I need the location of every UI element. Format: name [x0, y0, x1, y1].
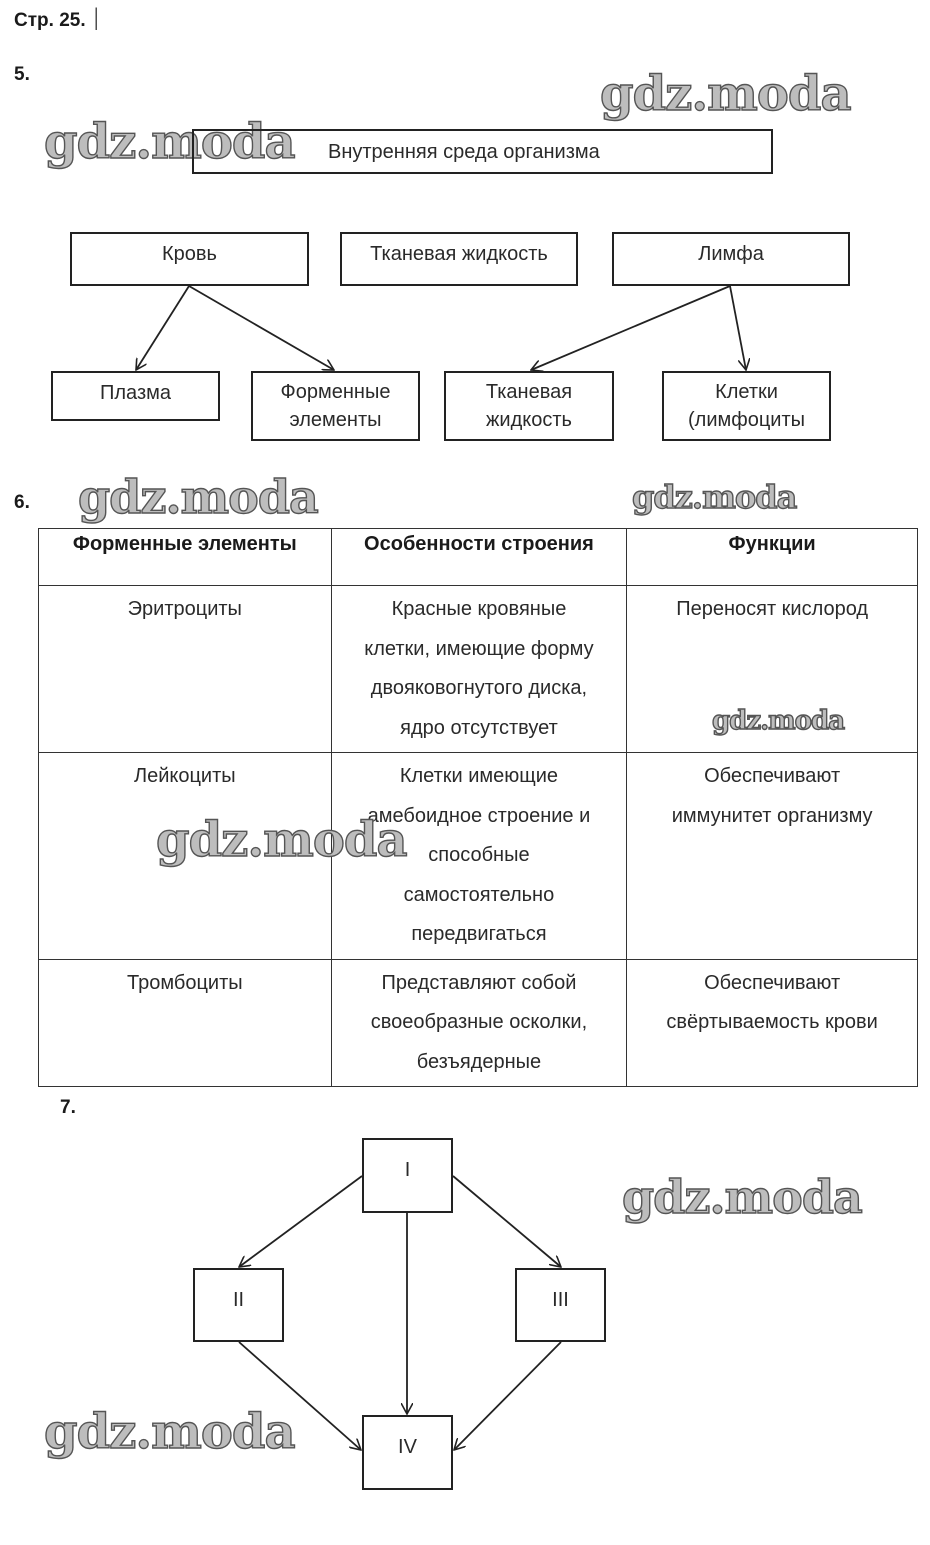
- arrow-blood-plasma: [136, 285, 190, 370]
- cell-line: Красные кровяные: [391, 598, 567, 620]
- table-row: Тромбоциты Представляют собой своеобразн…: [38, 958, 918, 1087]
- cell-line: передвигаться: [411, 923, 547, 945]
- node-label: Тканевая жидкость: [370, 243, 548, 265]
- task-5-number: 5.: [14, 64, 30, 85]
- node-label: II: [232, 1289, 245, 1311]
- node-tissue-fluid-2: Тканевая жидкость: [444, 371, 614, 441]
- root-box: Внутренняя среда организма: [192, 129, 773, 174]
- node-label-line: жидкость: [486, 409, 572, 431]
- node-label-line: Тканевая: [485, 381, 573, 403]
- table-row: Лейкоциты Клетки имеющие амебоидное стро…: [38, 752, 918, 960]
- watermark-logo: gdz.moda: [631, 477, 798, 516]
- cell-line: Обеспечивают: [704, 765, 841, 787]
- table-header-cell: Форменные элементы: [38, 528, 332, 586]
- table-cell-structure: Красные кровяные клетки, имеющие форму д…: [330, 585, 628, 753]
- watermark-logo: gdz.moda: [43, 113, 296, 170]
- page-header: Стр. 25. ׀: [14, 10, 102, 31]
- node-label-line: Клетки: [715, 381, 778, 403]
- arrow-lymph-cells: [729, 285, 746, 370]
- task-6-number: 6.: [14, 492, 30, 513]
- node-label: Плазма: [100, 382, 171, 404]
- node-cells-lymphocytes: Клетки (лимфоциты: [662, 371, 831, 441]
- cell-line: своеобразные осколки,: [370, 1011, 588, 1033]
- table-header-cell: Особенности строения: [330, 528, 628, 586]
- cell-line: ядро отсутствует: [400, 716, 558, 739]
- cell-line: Переносят кислород: [676, 598, 869, 620]
- watermark-logo: gdz.moda: [599, 65, 852, 122]
- node-label-line: элементы: [289, 409, 382, 431]
- arrow-I-II: [239, 1175, 363, 1267]
- table-header-cell: Функции: [626, 528, 918, 586]
- node-label-line: (лимфоциты: [688, 409, 805, 431]
- node-IV: IV: [362, 1415, 453, 1490]
- cell-line: свёртываемость крови: [666, 1011, 878, 1033]
- arrow-III-IV: [454, 1341, 562, 1450]
- table-cell-structure: Представляют собой своеобразные осколки,…: [330, 958, 628, 1087]
- watermark-logo: gdz.moda: [77, 469, 319, 524]
- arrow-I-III: [452, 1175, 561, 1267]
- watermark-logo: gdz.moda: [155, 811, 408, 868]
- arrow-lymph-tissue: [531, 285, 731, 370]
- table-cell-element: Лейкоциты: [38, 752, 332, 960]
- node-label-line: Форменные: [280, 381, 391, 403]
- cell-line: Обеспечивают: [704, 971, 841, 994]
- table-cell-element: Тромбоциты: [38, 958, 332, 1087]
- cell-line: амебоидное строение и: [367, 804, 591, 827]
- node-III: III: [515, 1268, 606, 1342]
- page-header-text: Стр. 25.: [14, 10, 86, 31]
- cell-line: двояковогнутого диска,: [370, 677, 588, 699]
- node-lymph: Лимфа: [612, 232, 850, 286]
- node-label: Лимфа: [698, 243, 764, 265]
- node-tissue-fluid: Тканевая жидкость: [340, 232, 578, 286]
- node-II: II: [193, 1268, 284, 1342]
- root-label: Внутренняя среда организма: [328, 140, 600, 163]
- table-cell-function: Обеспечивают иммунитет организму: [626, 752, 918, 960]
- table-cell-structure: Клетки имеющие амебоидное строение и спо…: [330, 752, 628, 960]
- formed-elements-table: Форменные элементы Особенности строения …: [38, 528, 918, 1087]
- table-cell-element: Эритроциты: [38, 585, 332, 753]
- cell-line: способные: [428, 844, 530, 866]
- cell-line: Клетки имеющие: [399, 765, 559, 787]
- node-blood: Кровь: [70, 232, 309, 286]
- node-plasma: Плазма: [51, 371, 220, 421]
- cell-line: клетки, имеющие форму: [364, 637, 594, 660]
- table-row: Эритроциты Красные кровяные клетки, имею…: [38, 585, 918, 753]
- table-cell-function: Переносят кислород: [626, 585, 918, 753]
- task-7-number: 7.: [60, 1097, 76, 1118]
- node-I: I: [362, 1138, 453, 1213]
- cell-line: самостоятельно: [403, 883, 555, 906]
- cell-line: безъядерные: [416, 1050, 542, 1073]
- table-header-row: Форменные элементы Особенности строения …: [38, 528, 918, 586]
- node-formed-elements: Форменные элементы: [251, 371, 420, 441]
- node-label: Кровь: [162, 243, 217, 265]
- cell-line: иммунитет организму: [671, 804, 873, 827]
- node-label: III: [552, 1289, 569, 1311]
- watermark-logo: gdz.moda: [43, 1403, 296, 1460]
- cell-line: Представляют собой: [381, 971, 577, 994]
- watermark-logo: gdz.moda: [711, 705, 845, 736]
- node-label: I: [404, 1159, 411, 1181]
- arrow-blood-formed: [188, 285, 334, 370]
- table-cell-function: Обеспечивают свёртываемость крови: [626, 958, 918, 1087]
- watermark-logo: gdz.moda: [621, 1169, 863, 1224]
- node-label: IV: [398, 1436, 417, 1458]
